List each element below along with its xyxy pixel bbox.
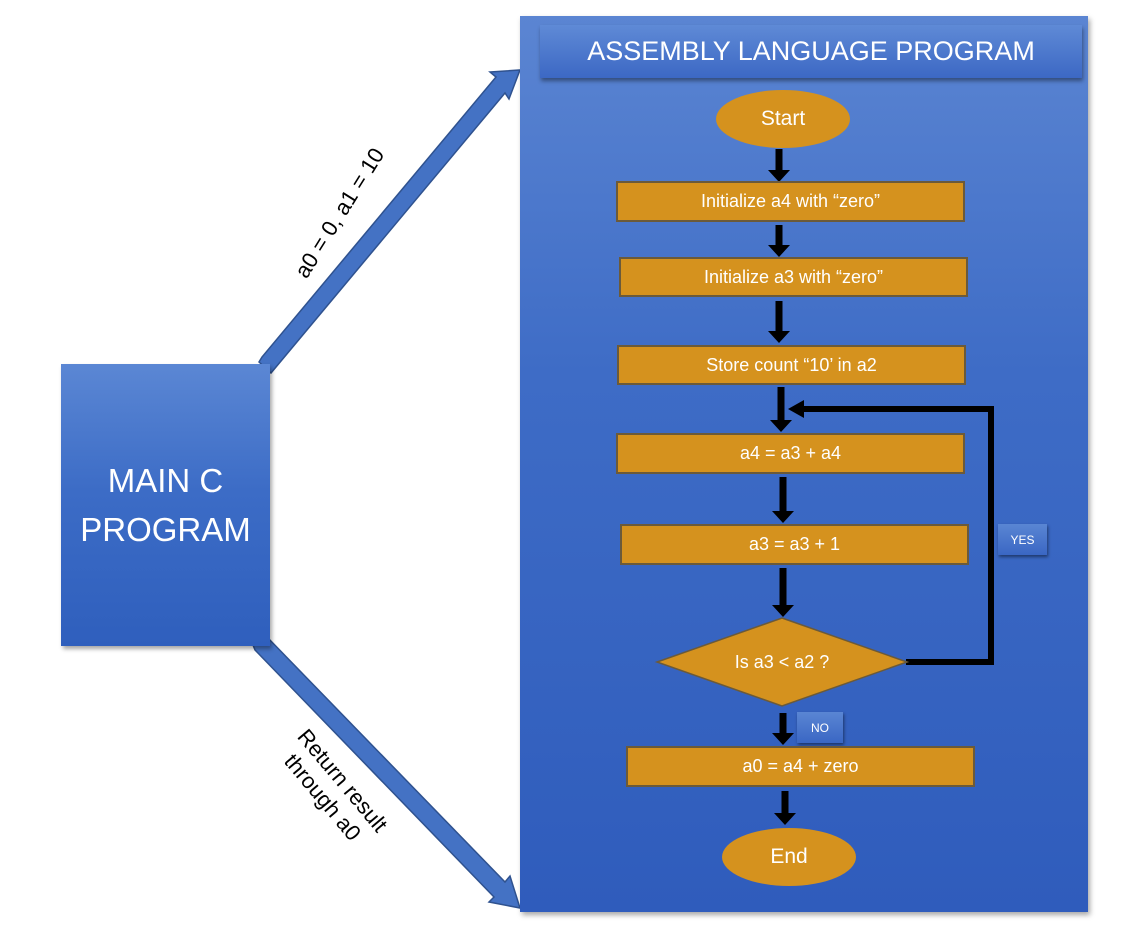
yes-label: YES	[998, 524, 1047, 555]
store-count-step: Store count “10’ in a2	[617, 345, 966, 385]
decision-label: Is a3 < a2 ?	[734, 651, 830, 672]
yes-loop-arrowhead	[788, 400, 804, 418]
start-terminal: Start	[716, 90, 850, 148]
increment-step: a3 = a3 + 1	[620, 524, 969, 565]
result-step: a0 = a4 + zero	[626, 746, 975, 787]
end-terminal: End	[722, 828, 856, 886]
main-c-program-label: MAIN C PROGRAM	[80, 461, 251, 549]
assembly-program-title: ASSEMBLY LANGUAGE PROGRAM	[540, 25, 1082, 78]
decision-diamond	[654, 617, 910, 707]
init-a4-step: Initialize a4 with “zero”	[616, 181, 965, 222]
main-c-program-box: MAIN C PROGRAM	[61, 364, 270, 646]
init-a3-step: Initialize a3 with “zero”	[619, 257, 968, 297]
yes-loop-line	[800, 406, 994, 665]
add-step: a4 = a3 + a4	[616, 433, 965, 474]
no-label: NO	[797, 712, 843, 743]
